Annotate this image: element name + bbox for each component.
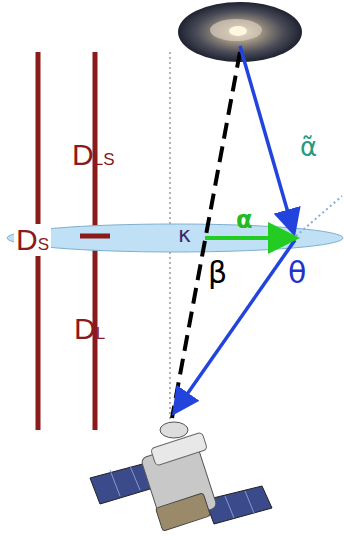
distance-label: DLS [72,140,114,170]
light-ray [176,240,295,410]
deflection-angle: α [236,208,253,232]
lens-tick [80,234,110,239]
distance-label: DL [74,314,105,344]
convergence-symbol: κ [178,224,191,246]
image-angle: θ [288,258,306,288]
apparent-direction [296,196,342,236]
true-direction [172,52,240,418]
light-ray [240,46,293,230]
distance-label: DS [14,224,51,256]
source-angle: β [208,258,227,288]
deflection-arrow [205,236,292,240]
telescope [90,422,272,531]
reduced-deflection-angle: α̃ [300,134,317,160]
